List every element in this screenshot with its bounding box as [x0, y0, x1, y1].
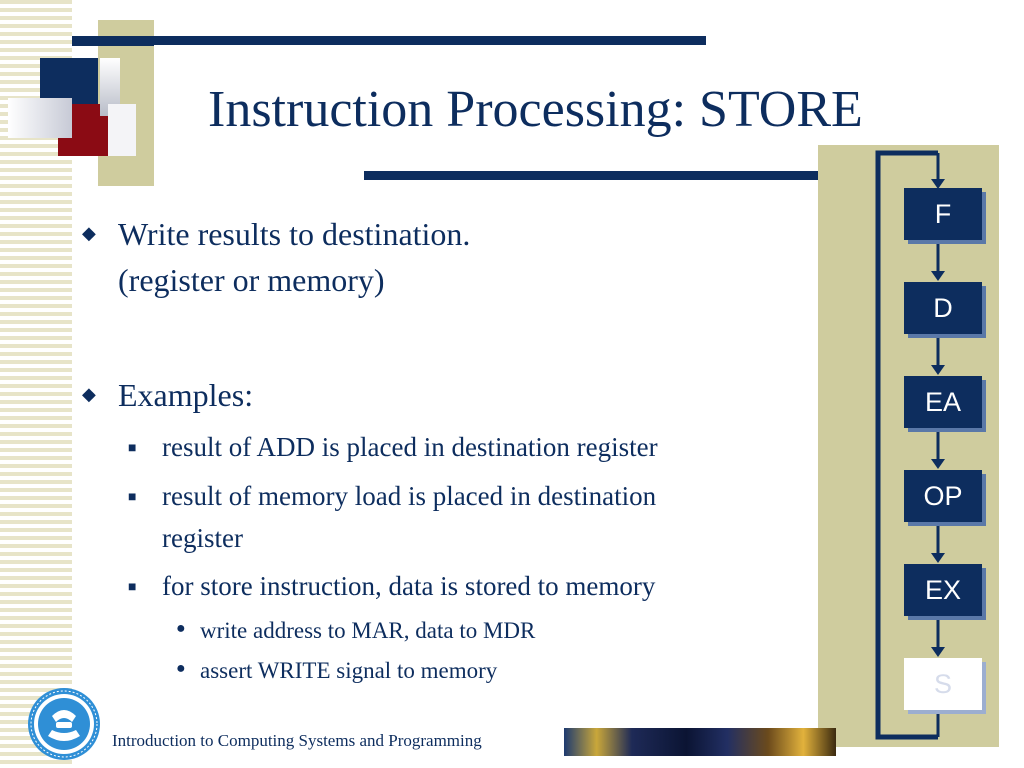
sub-bullet-add: result of ADD is placed in destination r…: [162, 432, 658, 462]
title-rule-bottom: [364, 171, 998, 180]
sub-bullet-load-line2: register: [162, 523, 243, 553]
square-icon: ■: [128, 441, 137, 456]
flow-connectors: [875, 150, 945, 740]
slide-body: ◆ Write results to destination. (registe…: [82, 216, 658, 683]
corner-decoration: [8, 20, 154, 186]
sub-bullet-load-line1: result of memory load is placed in desti…: [162, 481, 657, 511]
dot-icon: ●: [176, 660, 186, 677]
stage-execute: EX: [904, 564, 982, 616]
square-icon: ■: [128, 490, 137, 505]
bullet-write-results-line2: (register or memory): [118, 262, 385, 298]
sub-sub-bullet-mar: write address to MAR, data to MDR: [200, 618, 536, 643]
title-rule-top: [72, 36, 706, 45]
bullet-write-results-line1: Write results to destination.: [118, 216, 471, 252]
university-logo: [28, 688, 100, 760]
diamond-icon: ◆: [82, 384, 96, 404]
sub-bullet-store: for store instruction, data is stored to…: [162, 571, 656, 601]
stage-evaluate-address: EA: [904, 376, 982, 428]
stage-store-active: S: [904, 658, 982, 710]
footer-course-title: Introduction to Computing Systems and Pr…: [112, 731, 482, 750]
sub-sub-bullet-write: assert WRITE signal to memory: [200, 658, 498, 683]
stage-decode: D: [904, 282, 982, 334]
stage-fetch: F: [904, 188, 982, 240]
square-icon: ■: [128, 580, 137, 595]
bullet-examples: Examples:: [118, 377, 254, 413]
footer-image-strip: [564, 728, 836, 756]
slide-title: Instruction Processing: STORE: [208, 81, 863, 138]
dot-icon: ●: [176, 620, 186, 637]
stage-fetch-operands: OP: [904, 470, 982, 522]
flow-panel-background: [818, 145, 999, 747]
diamond-icon: ◆: [82, 223, 96, 243]
